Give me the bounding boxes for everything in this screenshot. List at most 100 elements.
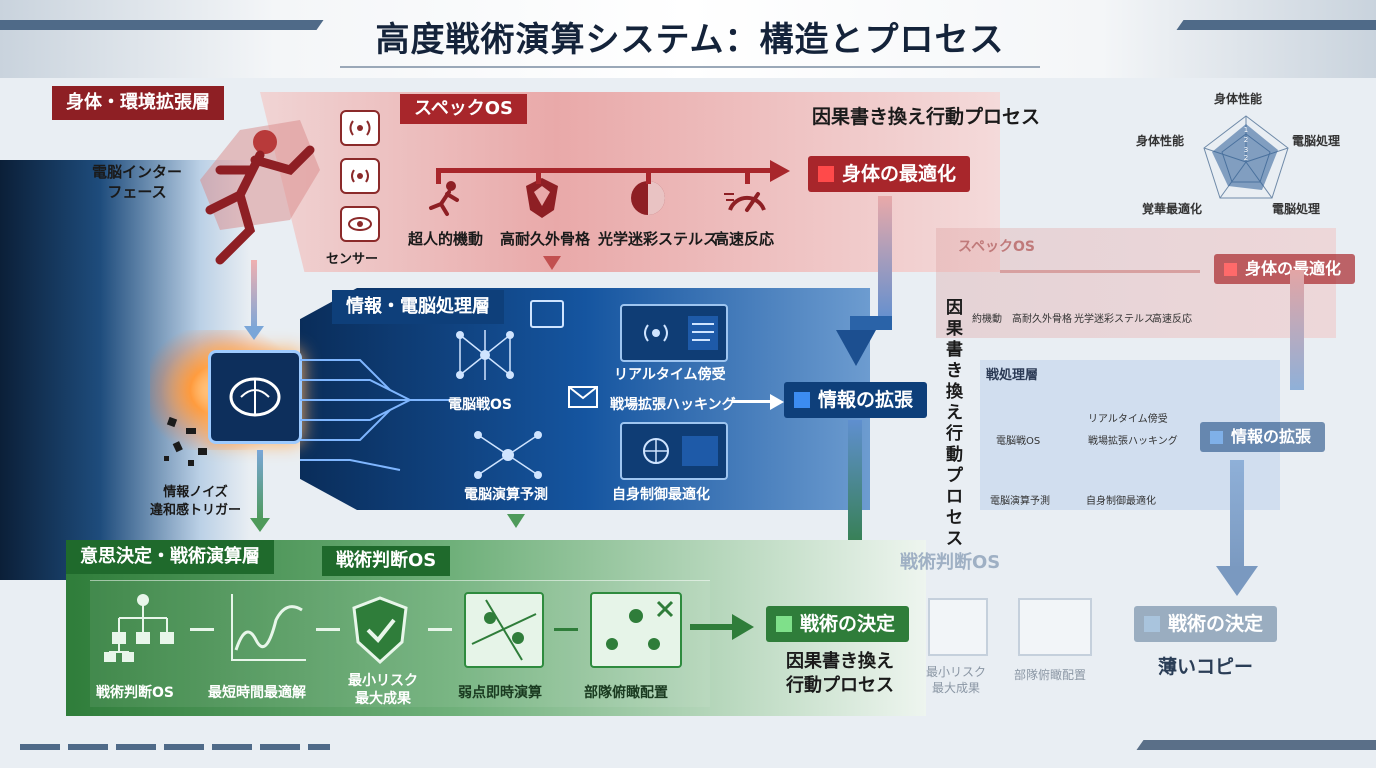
sensor-label: センサー <box>326 252 379 267</box>
circuit-lines <box>300 359 450 471</box>
arrow-info-to-decision-head <box>250 518 270 532</box>
bottom-stripe-left <box>20 744 330 750</box>
info-square-icon <box>794 392 810 408</box>
ghost-output-decision-label: 戦術の決定 <box>1168 613 1264 635</box>
decision-output-arrow <box>690 624 734 630</box>
body-flow-arrow <box>440 168 770 173</box>
decision-arrow-2 <box>316 628 340 631</box>
info-item-1: 電脳戦OS <box>448 397 512 413</box>
info-item-2: リアルタイム傍受 <box>614 367 726 383</box>
ghost-info-item-3: 戦場拡張ハッキング <box>1088 436 1178 447</box>
ghost-item-1: 約機動 <box>972 314 1002 325</box>
interface-label: 電脳インター フェース <box>92 163 183 201</box>
ghost-body-arrow <box>1000 270 1200 273</box>
flow-body-to-info-head <box>836 330 876 366</box>
title-bar <box>0 0 1376 78</box>
info-arrow-head <box>770 394 784 410</box>
body-item-3: 光学迷彩ステルス <box>598 230 719 248</box>
output-body-box: 身体の最適化 <box>808 156 971 192</box>
ghost-output-decision-box: 戦術の決定 <box>1134 606 1278 642</box>
process-title: 因果書き換え行動プロセス <box>812 106 1041 128</box>
ghost-output-info-box: 情報の拡張 <box>1200 422 1326 452</box>
running-icon <box>429 181 459 216</box>
info-flow-arrow <box>732 400 772 403</box>
chart-trend-icon <box>231 594 306 661</box>
faint-copy-label: 薄いコピー <box>1158 656 1254 678</box>
body-drop-4 <box>745 168 750 184</box>
body-drop-2 <box>536 168 541 184</box>
shield-check-icon <box>352 596 408 665</box>
decision-arrow-3 <box>428 628 452 631</box>
ghost-body-square-icon <box>1224 263 1237 276</box>
ghost-spec-os-tag: スペックOS <box>958 239 1036 255</box>
ghost-info-item-5: 自身制御最適化 <box>1086 496 1156 507</box>
arrow-body-to-info <box>251 260 257 330</box>
ghost-item-3: 光学迷彩ステルス <box>1074 314 1154 325</box>
unit-placement-icon <box>590 592 682 668</box>
radar-tick-3: 3 <box>1244 146 1248 154</box>
decision-item-4: 弱点即時演算 <box>458 685 542 701</box>
stealth-icon <box>631 181 665 215</box>
noise-label: 情報ノイズ 違和感トリガー <box>150 485 242 518</box>
ghost-vertical-title: 因果書き換え行動プロセス <box>946 298 963 549</box>
ghost-decision-item-2: 部隊俯瞰配置 <box>1014 668 1087 682</box>
ghost-info-item-4: 電脳演算予測 <box>990 496 1050 507</box>
radar-tick-4: 2 <box>1244 154 1248 162</box>
decision-arrow-4 <box>554 628 578 631</box>
flow-body-to-info-elbow <box>850 316 892 330</box>
lock-panel-icon <box>530 300 564 328</box>
network-node-icon-2 <box>474 431 542 479</box>
title-underline <box>340 66 1040 68</box>
ghost-map-icon <box>928 598 988 656</box>
body-arrow-head <box>770 160 790 182</box>
ghost-info-square-icon <box>1210 431 1223 444</box>
ghost-info-item-1: 電脳戦OS <box>996 436 1041 447</box>
title-stripe-right <box>1176 20 1376 30</box>
info-item-4: 電脳演算予測 <box>464 487 548 503</box>
spec-os-tag: スペックOS <box>400 94 528 124</box>
flow-body-to-info <box>878 196 892 324</box>
process-caption: 因果書き換え 行動プロセス <box>786 651 894 696</box>
arrow-body-to-info-head <box>244 326 264 340</box>
decision-output-arrow-head <box>732 614 754 640</box>
ghost-output-body-label: 身体の最適化 <box>1245 259 1342 278</box>
output-decision-label: 戦術の決定 <box>800 613 896 635</box>
output-body-label: 身体の最適化 <box>842 163 957 185</box>
radar-tick-1: 1 <box>1244 126 1248 134</box>
radar-label-left: 身体性能 <box>1136 134 1185 148</box>
decision-square-icon <box>776 616 792 632</box>
radar-tick-2: 2 <box>1244 136 1248 144</box>
ghost-unit-icon <box>1018 598 1092 656</box>
decision-item-3: 最小リスク 最大成果 <box>348 673 418 707</box>
brain-chip-icon <box>208 350 302 444</box>
decision-item-2: 最短時間最適解 <box>208 685 306 701</box>
body-square-icon <box>818 166 834 182</box>
output-info-label: 情報の拡張 <box>818 389 914 411</box>
decision-item-5: 部隊俯瞰配置 <box>584 685 668 701</box>
decision-arrow-1 <box>190 628 214 631</box>
ghost-item-2: 高耐久外骨格 <box>1012 314 1072 325</box>
output-decision-box: 戦術の決定 <box>766 606 910 642</box>
ghost-info-tag: 戦処理層 <box>986 368 1039 383</box>
bottom-stripe-right <box>1136 740 1376 750</box>
ghost-decision-tag: 戦術判断OS <box>900 552 1001 573</box>
info-item-5: 自身制御最適化 <box>612 487 710 503</box>
radar-label-top: 身体性能 <box>1214 92 1263 106</box>
body-drop-3 <box>646 168 651 184</box>
title-stripe-left <box>0 20 324 30</box>
output-info-box: 情報の拡張 <box>784 382 928 418</box>
control-monitor-icon <box>620 422 728 480</box>
radar-label-bottom-right: 電脳処理 <box>1272 202 1321 216</box>
decision-layer-tag: 意思決定・戦術演算層 <box>66 540 274 574</box>
ghost-item-4: 高速反応 <box>1152 314 1192 325</box>
page-title: 高度戦術演算システム：構造とプロセス <box>375 20 1005 60</box>
radar-label-bottom-left: 覚華最適化 <box>1142 202 1203 216</box>
armor-icon <box>526 178 558 218</box>
info-item-3: 戦場拡張ハッキング <box>610 397 736 413</box>
map-target-icon <box>464 592 544 668</box>
info-layer-tag: 情報・電脳処理層 <box>332 290 504 324</box>
ghost-flow-head <box>1216 566 1258 596</box>
radar-chart: 1 2 3 2 <box>1203 115 1289 199</box>
body-item-2: 高耐久外骨格 <box>500 230 591 248</box>
flow-info-to-decision <box>848 420 862 570</box>
